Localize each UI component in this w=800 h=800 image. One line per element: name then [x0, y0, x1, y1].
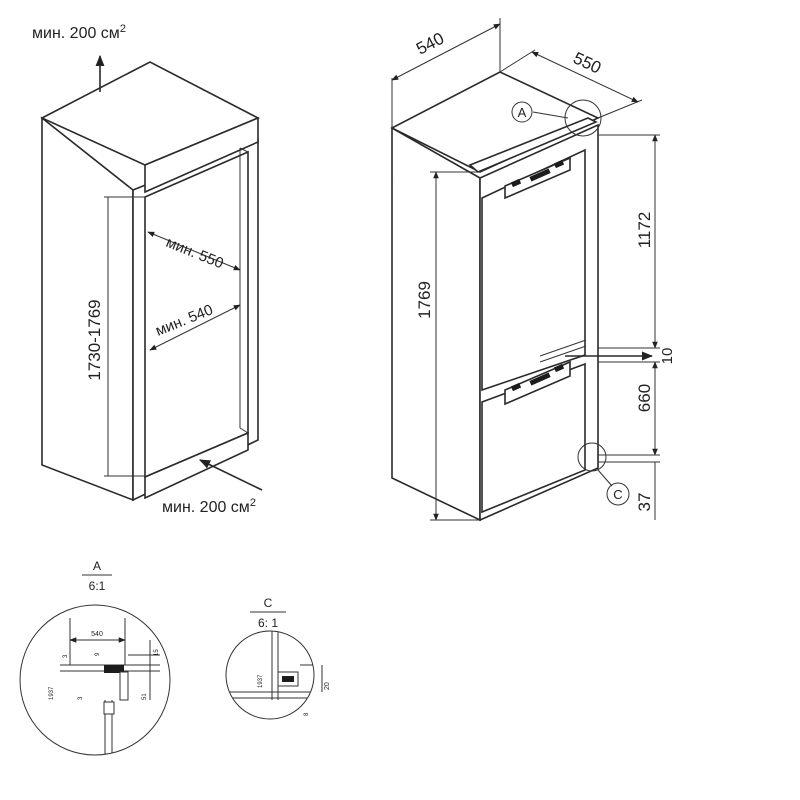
appliance-drawing: 540 550 1769 1172 10 660 37 A [390, 18, 676, 522]
detail-a-dim-3a: 3 [63, 654, 69, 658]
niche-drawing: мин. 200 см2 1730-1769 мин. 550 мин. 540… [32, 23, 263, 516]
detail-c-dim-1937: 1937 [258, 674, 264, 688]
detail-c: C 6: 1 1937 20 8 [225, 596, 331, 720]
detail-a-dim-15: 15 [154, 649, 160, 656]
detail-a-dim-51: 51 [142, 693, 148, 700]
detail-a: A 6:1 540 3 9 15 1937 3 51 [19, 559, 171, 756]
niche-width-dim [149, 304, 241, 351]
detail-a-title: A [93, 559, 101, 573]
detail-a-dim-9: 9 [95, 652, 101, 656]
lower-hinge-bracket [504, 360, 571, 406]
upper-hinge-bracket [504, 156, 571, 200]
detail-c-dim-8: 8 [304, 712, 310, 716]
callout-a-label: A [518, 105, 527, 120]
callout-c-circle [577, 442, 607, 472]
depth-label: 550 [570, 48, 604, 77]
detail-c-dim-20: 20 [324, 682, 331, 690]
niche-top-board [144, 116, 259, 194]
detail-a-dim-540: 540 [91, 631, 103, 638]
callout-c-label: C [613, 487, 622, 502]
top-hinge-rail [468, 117, 598, 173]
callout-a-tag [511, 101, 533, 123]
total-height-label: 1769 [415, 281, 434, 319]
width-dim [391, 23, 501, 81]
detail-a-dim-3b: 3 [78, 696, 84, 700]
depth-dim [531, 51, 639, 103]
detail-a-circle [19, 604, 171, 756]
niche-plinth [144, 431, 249, 500]
niche-depth-dim [147, 231, 241, 271]
bottom-vent-label: мин. 200 см2 [162, 497, 256, 516]
detail-a-scale: 6:1 [89, 579, 106, 593]
gap-label: 10 [659, 348, 676, 365]
detail-c-scale: 6: 1 [258, 616, 278, 630]
top-vent-label: мин. 200 см2 [32, 23, 126, 42]
bottom-vent-arrow [198, 459, 263, 491]
lower-height-label: 660 [635, 384, 654, 412]
detail-a-dim-1937: 1937 [49, 686, 55, 700]
niche-height-label: 1730-1769 [85, 299, 104, 380]
callout-c-tag [606, 482, 630, 506]
detail-c-title: C [264, 596, 273, 610]
base-height-label: 37 [635, 493, 654, 512]
callout-a-circle [564, 99, 602, 137]
detail-c-circle [225, 630, 315, 720]
upper-height-label: 1172 [635, 212, 654, 249]
